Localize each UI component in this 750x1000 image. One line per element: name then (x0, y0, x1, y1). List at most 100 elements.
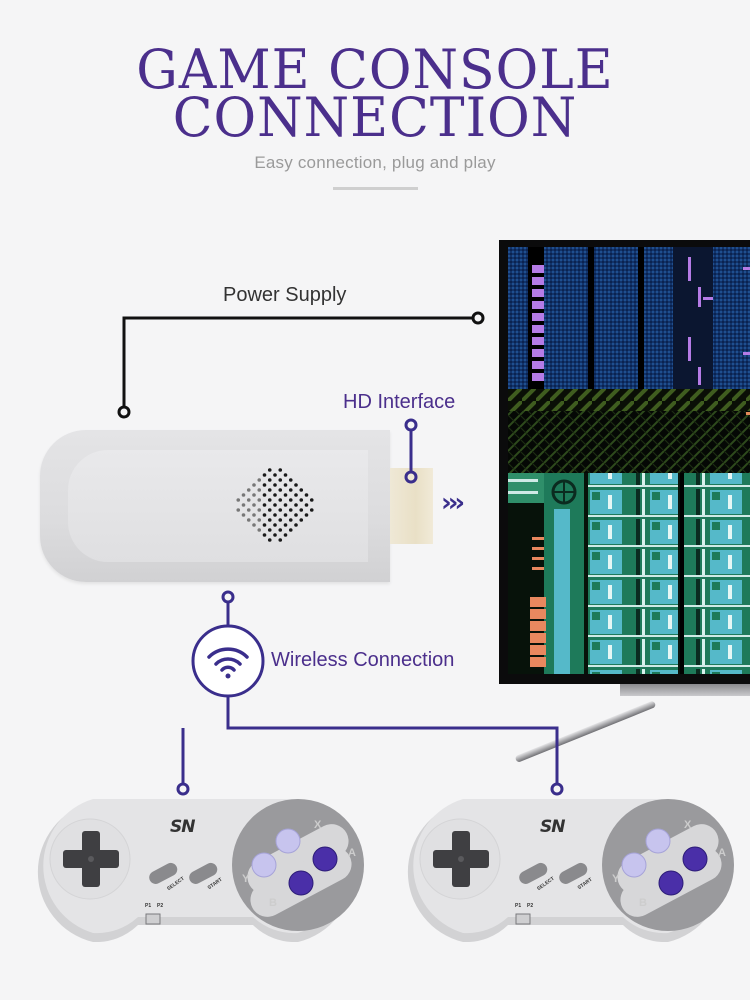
controller-2: SN SELECT START P1 P2 X A Y B (388, 797, 740, 947)
grille-hole (304, 513, 309, 517)
grille-hole (283, 493, 288, 497)
grille-hole (309, 508, 314, 512)
grille-hole (236, 498, 241, 502)
x-label: X (684, 819, 692, 831)
hd-wire-end-top (404, 418, 418, 432)
grille-hole (299, 508, 304, 512)
grille-hole (262, 523, 267, 527)
grille-hole (283, 513, 288, 517)
grille-hole (241, 513, 246, 517)
grille-hole (299, 498, 304, 502)
grille-hole (273, 483, 277, 487)
hdmi-stick-console (40, 430, 390, 582)
grille-hole (294, 503, 298, 507)
p2-label: P2 (157, 903, 164, 909)
grille-hole (278, 538, 283, 542)
grille-hole (241, 503, 246, 507)
grille-hole (278, 508, 283, 512)
power-wire-end-dongle (117, 405, 131, 419)
grille-hole (246, 498, 251, 502)
speaker-grille (236, 468, 314, 542)
a-label: A (718, 847, 726, 859)
tv-screen-game (508, 247, 750, 674)
hd-wire-end-connector (404, 470, 418, 484)
grille-hole (273, 503, 277, 507)
grille-hole (257, 498, 262, 502)
grille-hole (241, 493, 246, 497)
grille-hole (288, 528, 293, 532)
grille-hole (283, 483, 288, 487)
grille-hole (288, 478, 293, 482)
grille-hole (252, 493, 256, 497)
grille-hole (294, 523, 298, 527)
wireless-wire-bottom (181, 696, 559, 785)
grille-hole (273, 523, 277, 527)
grille-hole (267, 538, 272, 542)
grille-hole (257, 488, 262, 492)
brand-logo: SN (170, 817, 196, 837)
grille-hole (252, 513, 256, 517)
grille-hole (278, 488, 283, 492)
grille-hole (246, 488, 251, 492)
hd-interface-label: HD Interface (343, 391, 456, 413)
power-wire (122, 316, 478, 412)
grille-hole (299, 518, 304, 522)
grille-hole (262, 483, 267, 487)
y-label: Y (612, 873, 620, 885)
controller-2-wire-end (550, 782, 564, 796)
grille-hole (278, 528, 283, 532)
grille-hole (257, 518, 262, 522)
grille-hole (262, 503, 267, 507)
grille-hole (236, 508, 241, 512)
grille-hole (278, 478, 283, 482)
grille-hole (283, 523, 288, 527)
grille-hole (278, 468, 283, 472)
grille-hole (283, 533, 288, 537)
grille-hole (257, 508, 262, 512)
grille-hole (273, 533, 277, 537)
grille-hole (278, 498, 283, 502)
grille-hole (262, 513, 267, 517)
grille-hole (267, 498, 272, 502)
p1-label: P1 (145, 903, 152, 909)
controller-1-wire-end (176, 782, 190, 796)
grille-hole (288, 508, 293, 512)
brand-logo: SN (540, 817, 566, 837)
grille-hole (294, 493, 298, 497)
grille-hole (273, 513, 277, 517)
page-title-line-1: GAME CONSOLE (136, 38, 614, 102)
power-supply-label: Power Supply (223, 284, 347, 306)
grille-hole (262, 473, 267, 477)
grille-hole (288, 518, 293, 522)
b-label: B (639, 897, 647, 909)
wireless-connection-label: Wireless Connection (271, 649, 455, 671)
grille-hole (267, 478, 272, 482)
power-wire-end-tv (471, 311, 485, 325)
wifi-icon (207, 647, 249, 679)
grille-hole (267, 528, 272, 532)
subtitle-divider (333, 187, 418, 190)
tv-stand-neck (620, 682, 750, 696)
grille-hole (283, 503, 288, 507)
grille-hole (288, 498, 293, 502)
controller-body (407, 799, 734, 942)
grille-hole (283, 473, 288, 477)
grille-hole (294, 513, 298, 517)
grille-hole (257, 478, 262, 482)
grille-hole (304, 493, 309, 497)
y-label: Y (242, 873, 250, 885)
x-label: X (314, 819, 322, 831)
grille-hole (267, 518, 272, 522)
grille-hole (288, 488, 293, 492)
grille-hole (252, 503, 256, 507)
grille-hole (257, 528, 262, 532)
game-scene (508, 247, 750, 674)
grille-hole (262, 533, 267, 537)
grille-hole (267, 468, 272, 472)
p2-label: P2 (527, 903, 534, 909)
subtitle: Easy connection, plug and play (254, 153, 496, 172)
grille-hole (278, 518, 283, 522)
grille-hole (273, 473, 277, 477)
grille-hole (309, 498, 314, 502)
